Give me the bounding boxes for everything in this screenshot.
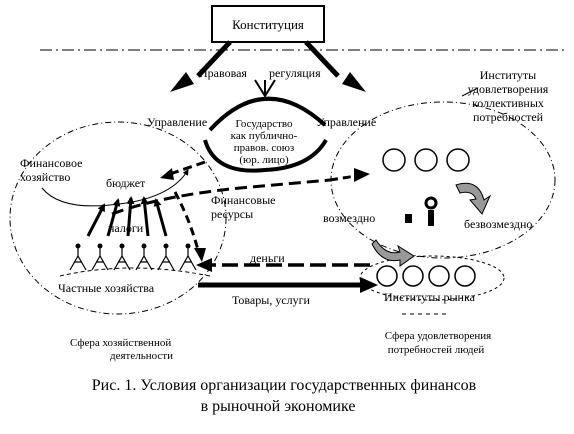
financial-economy-line2: хозяйство bbox=[20, 170, 70, 184]
management-left-label: Управление bbox=[147, 115, 207, 129]
gray-arrow-lower bbox=[371, 239, 415, 267]
constitution-right-line bbox=[304, 40, 340, 78]
market-circle-1 bbox=[376, 265, 398, 287]
gratuitous-label: безвозмездно bbox=[464, 217, 532, 231]
financial-resources-dashed-end bbox=[329, 174, 357, 182]
legal-regulation-word2: регуляция bbox=[269, 66, 321, 80]
taxes-label: налоги bbox=[108, 221, 144, 235]
person-icon-body bbox=[428, 210, 434, 226]
institutes-pointer bbox=[461, 87, 479, 97]
person-icon-head bbox=[424, 196, 438, 210]
goods-services-label: Товары, услуги bbox=[232, 293, 311, 307]
small-square-icon bbox=[405, 214, 412, 223]
constitution-left-line bbox=[196, 40, 232, 78]
state-line2: как публично- bbox=[231, 130, 298, 142]
financial-economy-arc bbox=[41, 169, 189, 207]
market-circle-3 bbox=[428, 265, 450, 287]
market-circle-4 bbox=[454, 265, 476, 287]
private-economies-figures bbox=[69, 248, 197, 271]
market-institutes-label: Институты рынка bbox=[384, 290, 476, 304]
institutes-collective-line1: Институты bbox=[480, 68, 536, 82]
state-to-budget-arrowhead bbox=[160, 168, 174, 180]
market-circle-2 bbox=[402, 265, 424, 287]
budget-label: бюджет bbox=[106, 176, 146, 190]
state-line4: (юр. лицо) bbox=[239, 154, 289, 166]
institutes-collective-line2: удовлетворения bbox=[468, 82, 549, 96]
money-label: деньги bbox=[250, 251, 285, 265]
state-line3: правов. союз bbox=[234, 142, 295, 154]
tax-arrow-5 bbox=[153, 198, 168, 237]
institutes-collective-line3: коллективных bbox=[472, 96, 544, 110]
tax-arrow-2 bbox=[106, 198, 121, 237]
institutes-collective-line4: потребностей bbox=[473, 110, 544, 124]
constitution-label: Конституция bbox=[232, 17, 304, 32]
collective-circle-3 bbox=[446, 148, 470, 172]
gray-arrow-upper bbox=[455, 182, 492, 215]
sphere-economic-line1: Сфера хозяйственной bbox=[70, 337, 171, 349]
arrowhead-right-big bbox=[342, 72, 366, 92]
caption-line2: в рыночной экономике bbox=[201, 398, 356, 415]
financial-resources-line2: ресурсы bbox=[211, 207, 253, 221]
tax-arrow-1 bbox=[86, 203, 106, 237]
left-sphere-ellipse bbox=[9, 121, 227, 315]
collective-circle-1 bbox=[382, 148, 406, 172]
financial-economy-line1: Финансовое bbox=[20, 156, 82, 170]
private-economies-arc bbox=[59, 267, 211, 277]
legal-regulation-word1: Правовая bbox=[199, 66, 247, 80]
sphere-needs-line2: потребностей людей bbox=[388, 344, 485, 356]
goods-services-arrowhead bbox=[360, 277, 378, 293]
financial-resources-arrowhead bbox=[354, 168, 370, 182]
state-arc-top bbox=[208, 96, 327, 132]
arrowhead-left-big bbox=[170, 72, 194, 92]
sphere-needs-line1: Сфера удовлетворения bbox=[385, 330, 491, 342]
compensated-label: возмездно bbox=[323, 211, 375, 225]
money-arrowhead bbox=[196, 258, 212, 272]
caption-line1: Рис. 1. Условия организации государствен… bbox=[92, 377, 477, 394]
financial-resources-dashed bbox=[111, 178, 331, 216]
state-line1: Государство bbox=[236, 118, 293, 130]
state-arc-bottom bbox=[203, 138, 328, 173]
management-right-label: Управление bbox=[316, 115, 376, 129]
constitution-box bbox=[211, 5, 325, 43]
collective-circle-2 bbox=[414, 148, 438, 172]
state-to-private-dashed bbox=[173, 191, 200, 251]
sphere-economic-line2: деятельности bbox=[110, 350, 173, 362]
state-to-budget-dashed bbox=[169, 160, 206, 176]
tax-arrow-3 bbox=[126, 196, 135, 237]
financial-resources-line1: Финансовые bbox=[211, 193, 275, 207]
state-to-private-arrowhead bbox=[194, 248, 206, 262]
private-economies-label: Частные хозяйства bbox=[58, 281, 155, 295]
private-economies-heads bbox=[75, 243, 191, 249]
tax-arrow-4 bbox=[140, 196, 150, 237]
